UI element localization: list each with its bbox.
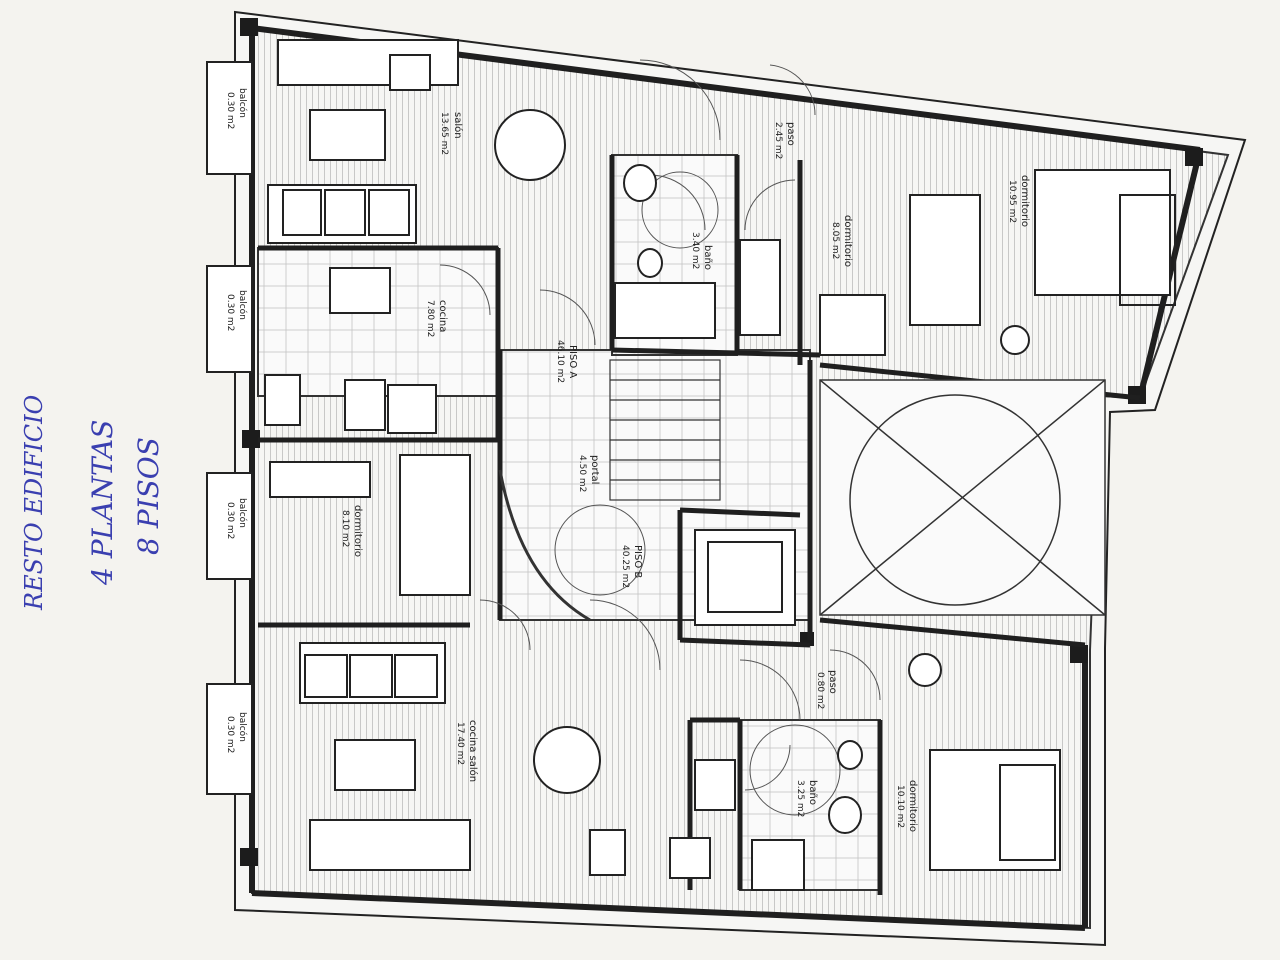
label-piso-b: PISO B (632, 545, 643, 578)
handwritten-line-1: RESTO EDIFICIO (20, 394, 48, 611)
door-swings (439, 59, 881, 816)
handwritten-line-2: 4 PLANTAS (86, 420, 119, 586)
label-salon: salón (452, 112, 464, 139)
label-bano-a: baño (702, 245, 713, 270)
light-well (819, 379, 1106, 616)
label-paso-b-area: 0.80 m2 (815, 672, 825, 709)
label-dormitorio-a2: dormitorio (1019, 175, 1030, 227)
label-balcony-2-area: 0.30 m2 (225, 294, 235, 331)
label-paso-b: paso (827, 670, 838, 694)
label-salon-area: 13.65 m2 (439, 112, 449, 155)
label-dormitorio-b2: dormitorio (907, 780, 918, 832)
label-portal-area: 4.50 m2 (577, 455, 587, 492)
label-paso-a: paso (785, 122, 796, 146)
label-bano-a-area: 3.40 m2 (690, 232, 700, 269)
label-cocina-salon-area: 17.40 m2 (455, 722, 465, 765)
room-labels: salón 13.65 m2 cocina 7.80 m2 paso 2.45 … (225, 88, 1030, 832)
balconies (206, 61, 253, 795)
label-dormitorio-b1: dormitorio (352, 505, 363, 557)
label-piso-b-area: 40.25 m2 (620, 545, 630, 588)
label-dormitorio-b1-area: 8.10 m2 (340, 510, 350, 547)
elevator (694, 529, 796, 626)
label-balcony-4-area: 0.30 m2 (225, 716, 235, 753)
label-portal: portal (589, 455, 600, 484)
label-balcony-4: balcón (237, 712, 248, 742)
label-cocina-a-area: 7.80 m2 (425, 300, 435, 337)
label-dormitorio-a1: dormitorio (842, 215, 853, 267)
label-balcony-1: balcón (237, 88, 248, 118)
label-balcony-3-area: 0.30 m2 (225, 502, 235, 539)
label-dormitorio-a1-area: 8.05 m2 (830, 222, 840, 259)
label-piso-a-area: 46.10 m2 (555, 340, 565, 383)
handwritten-line-3: 8 PISOS (132, 437, 165, 555)
label-balcony-2: balcón (237, 290, 248, 320)
label-piso-a: PISO A (567, 345, 578, 378)
staircase (498, 359, 721, 622)
label-balcony-3: balcón (237, 498, 248, 528)
furniture (264, 39, 1176, 891)
label-cocina-salon: cocina salón (467, 720, 479, 782)
label-bano-b-area: 3.25 m2 (795, 780, 805, 817)
label-balcony-1-area: 0.30 m2 (225, 92, 235, 129)
handwritten-notes: RESTO EDIFICIO 4 PLANTAS 8 PISOS (20, 394, 165, 611)
label-cocina-a: cocina (437, 300, 448, 332)
label-dormitorio-a2-area: 10.95 m2 (1007, 180, 1017, 223)
label-dormitorio-b2-area: 10.10 m2 (895, 785, 905, 828)
label-paso-a-area: 2.45 m2 (773, 122, 783, 159)
label-bano-b: baño (807, 780, 818, 805)
